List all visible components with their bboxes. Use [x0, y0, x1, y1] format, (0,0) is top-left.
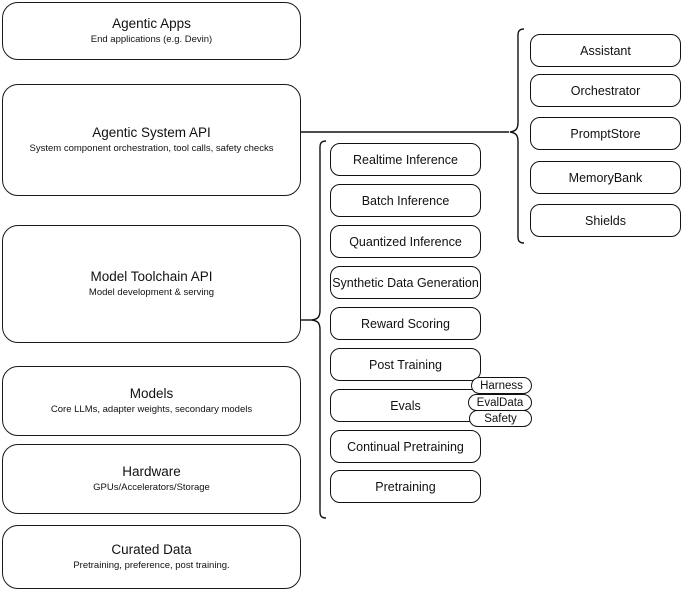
chip-evals[interactable]: Evals: [330, 389, 481, 422]
chip-assistant[interactable]: Assistant: [530, 34, 681, 67]
chip-reward-scoring[interactable]: Reward Scoring: [330, 307, 481, 340]
layer-title: Agentic Apps: [112, 16, 191, 31]
chip-label: Assistant: [580, 43, 631, 58]
chip-pretraining[interactable]: Pretraining: [330, 470, 481, 503]
layer-agentic-system-api[interactable]: Agentic System API System component orch…: [2, 84, 301, 196]
layer-subtitle: GPUs/Accelerators/Storage: [93, 482, 210, 493]
chip-continual-pretraining[interactable]: Continual Pretraining: [330, 430, 481, 463]
chip-label: Post Training: [369, 357, 442, 372]
brace-middle-column: [311, 140, 327, 519]
badge-label: Harness: [480, 379, 523, 392]
chip-batch-inference[interactable]: Batch Inference: [330, 184, 481, 217]
chip-label: Reward Scoring: [361, 316, 450, 331]
layer-title: Models: [129, 386, 174, 401]
chip-realtime-inference[interactable]: Realtime Inference: [330, 143, 481, 176]
layer-title: Model Toolchain API: [90, 269, 213, 284]
badge-safety[interactable]: Safety: [469, 410, 532, 427]
chip-orchestrator[interactable]: Orchestrator: [530, 74, 681, 107]
chip-synthetic-data-generation[interactable]: Synthetic Data Generation: [330, 266, 481, 299]
badge-harness[interactable]: Harness: [471, 377, 532, 394]
layer-subtitle: Model development & serving: [88, 287, 215, 298]
layer-subtitle: Pretraining, preference, post training.: [73, 560, 230, 571]
brace-right-column: [509, 28, 525, 244]
layer-models[interactable]: Models Core LLMs, adapter weights, secon…: [2, 366, 301, 436]
chip-label: Continual Pretraining: [347, 439, 464, 454]
badge-label: Safety: [484, 412, 517, 425]
chip-label: Quantized Inference: [349, 234, 462, 249]
chip-label: Orchestrator: [570, 83, 641, 98]
layer-agentic-apps[interactable]: Agentic Apps End applications (e.g. Devi…: [2, 2, 301, 60]
badge-evaldata[interactable]: EvalData: [468, 394, 532, 411]
chip-label: Shields: [585, 213, 626, 228]
layer-title: Hardware: [122, 464, 181, 479]
chip-label: PromptStore: [570, 126, 641, 141]
chip-label: MemoryBank: [568, 170, 643, 185]
layer-hardware[interactable]: Hardware GPUs/Accelerators/Storage: [2, 444, 301, 514]
badge-label: EvalData: [476, 396, 524, 409]
layer-title: Agentic System API: [92, 125, 211, 140]
layer-curated-data[interactable]: Curated Data Pretraining, preference, po…: [2, 525, 301, 589]
chip-memorybank[interactable]: MemoryBank: [530, 161, 681, 194]
chip-label: Batch Inference: [361, 193, 450, 208]
chip-label: Synthetic Data Generation: [332, 275, 479, 290]
chip-label: Evals: [390, 398, 421, 413]
layer-subtitle: End applications (e.g. Devin): [90, 34, 213, 45]
chip-label: Realtime Inference: [353, 152, 458, 167]
chip-label: Pretraining: [375, 479, 436, 494]
chip-promptstore[interactable]: PromptStore: [530, 117, 681, 150]
layer-title: Curated Data: [111, 542, 192, 557]
chip-post-training[interactable]: Post Training: [330, 348, 481, 381]
chip-shields[interactable]: Shields: [530, 204, 681, 237]
layer-model-toolchain-api[interactable]: Model Toolchain API Model development & …: [2, 225, 301, 343]
chip-quantized-inference[interactable]: Quantized Inference: [330, 225, 481, 258]
layer-subtitle: System component orchestration, tool cal…: [29, 143, 274, 154]
layer-subtitle: Core LLMs, adapter weights, secondary mo…: [50, 404, 253, 415]
